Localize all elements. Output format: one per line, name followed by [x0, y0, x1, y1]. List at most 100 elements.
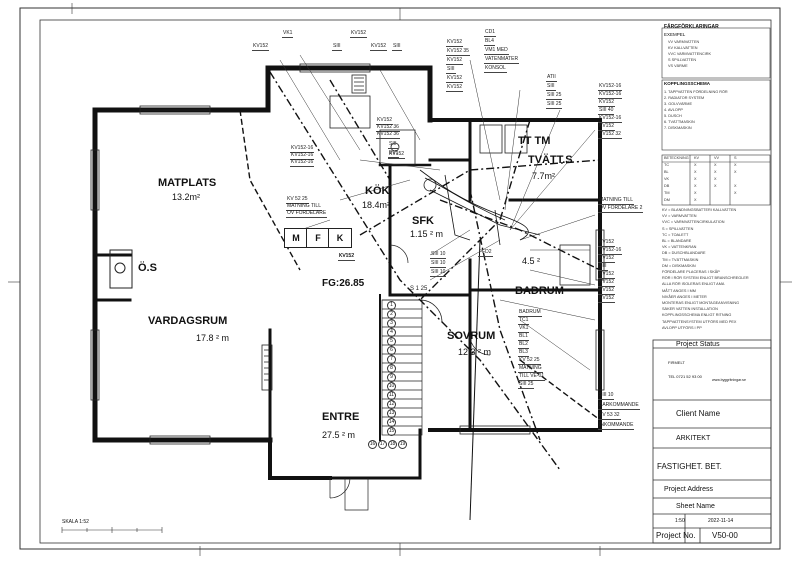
circuit-label: KV152	[598, 271, 616, 279]
label-fordelare: OV FORDELARE 2	[598, 205, 644, 213]
circuit-label: KV152	[598, 287, 616, 295]
stair-number: 13	[387, 409, 396, 418]
room-tvatt: TVÄTT.S	[528, 154, 573, 166]
circuit-label: KV 52 25	[518, 357, 541, 365]
circuit-label: KV152	[446, 84, 464, 92]
stair-number: 1	[387, 301, 396, 310]
stair-number: 2	[387, 310, 396, 319]
circuit-label: VK1	[518, 325, 530, 333]
label-top-c: SIII	[332, 43, 342, 51]
legend-title: FÄRGFÖRKLARINGAR	[664, 24, 719, 30]
room-vardagsrum: VARDAGSRUM	[148, 315, 228, 327]
legend-item: VV VARMVATTEN	[668, 40, 700, 44]
circuit-label: KV152 36	[376, 131, 400, 139]
circuit-label: SIII 10	[430, 269, 447, 277]
room-ttm: TT TM	[518, 135, 551, 147]
pipe-routes	[239, 71, 601, 521]
inner-frame	[39, 19, 772, 544]
stair-number: 6	[387, 346, 396, 355]
circuit-label: KV152	[446, 75, 464, 83]
legend-note: VK = VATTENKRAN	[662, 245, 697, 250]
room-vardagsrum-area: 17.8 ² m	[196, 333, 230, 343]
stair-number: 17	[378, 440, 387, 449]
room-badrum: BADRUM	[515, 285, 564, 297]
stair-number: 15	[387, 427, 396, 436]
circuit-label: SIII	[446, 66, 456, 74]
stair-number: 12	[387, 400, 396, 409]
label-top-f: SIII	[392, 43, 402, 51]
room-ttm-area: 7.7m²	[532, 171, 556, 181]
legend-table-cell: X	[734, 163, 737, 167]
legend-table-header: VV	[714, 156, 720, 160]
legend-item: KV KALLVATTEN	[668, 46, 698, 50]
legend-table-cell: X	[734, 184, 737, 188]
legend-note: RÖR I RÖR SYSTEM ENLIGT BRANSCHREGLER	[662, 276, 749, 281]
tb-sheet-no: V50-00	[712, 531, 738, 540]
circuit-label: KV152	[446, 57, 464, 65]
circuit-label: BADRUM	[518, 309, 542, 317]
fireplace	[109, 249, 133, 289]
legend-table-cell: X	[734, 170, 737, 174]
circuit-label: BV1	[388, 150, 400, 158]
circuit-label: KV152	[598, 279, 616, 287]
label-top-d: KV152	[370, 43, 388, 51]
legend-list-item: 1. TAPPVATTEN FÖRDELNING RÖR	[664, 90, 728, 94]
legend-note: ALLA RÖR ISOLERAS ENLIGT AMA	[662, 282, 725, 287]
circuit-label: KV152	[598, 295, 616, 303]
circuit-label: BL2	[518, 341, 529, 349]
circuit-label: SIII	[546, 83, 556, 91]
circuit-label: SIII 40	[598, 107, 615, 115]
legend-note: NIVÅER ANGES I METER	[662, 294, 707, 299]
circuit-label: KV152 35	[446, 48, 470, 56]
stair-number: 7	[387, 355, 396, 364]
legend-list-item: 3. GOLVVÄRME	[664, 102, 692, 106]
circuit-label: KV152-16	[290, 145, 315, 153]
circuit-label: ATII	[546, 74, 557, 82]
mfk-box-f: F	[306, 228, 330, 248]
circuit-label: BARKOMMANDE	[598, 402, 640, 410]
room-badrum-area: 4.5 ²	[522, 256, 541, 266]
circuit-label: KV152 36	[376, 124, 400, 132]
legend-note: DB = DUSCHBLANDARE	[662, 251, 706, 256]
legend-note: TAPPVATTENSYSTEM UTFÖRS MED PEX	[662, 319, 737, 324]
legend-table-cell: X	[714, 177, 717, 181]
tb-company-web: www.byggritningar.se	[712, 378, 746, 382]
legend-note: VVC = VARMVATTENCIRKULATION	[662, 220, 725, 225]
legend-table-cell: X	[694, 191, 697, 195]
room-sfk: SFK	[412, 215, 434, 227]
fg-level: FG:26.85	[322, 278, 365, 289]
room-sovrum-area: 12.3 ² m	[458, 347, 492, 357]
room-os: Ö.S	[138, 262, 157, 274]
legend-subtitle: EXEMPEL	[664, 32, 686, 37]
circuit-label: CD1	[484, 29, 497, 37]
legend-table-header: BETECKNING	[664, 156, 689, 160]
legend-note: AVLOPP UTFÖRS I PP	[662, 325, 702, 330]
circuit-label: MATNING	[518, 365, 543, 373]
stair-number: 10	[387, 382, 396, 391]
doors	[329, 244, 491, 511]
circuit-label: KV152-16	[290, 159, 315, 167]
legend-list-item: 2. RADIATOR SYSTEM	[664, 96, 705, 100]
tb-arkitekt: ARKITEKT	[676, 435, 711, 442]
room-matplats-area: 13.2m²	[172, 192, 201, 202]
legend-table-cell: X	[694, 170, 697, 174]
circuit-label: SIII	[598, 263, 608, 271]
windows	[90, 63, 605, 445]
legend-list-item: 7. DISKMASKIN	[664, 126, 692, 130]
circuit-label: KV 52 25	[286, 196, 309, 204]
circuit-label: MATNING TILL	[286, 203, 322, 211]
circuit-label: BL3	[518, 349, 529, 357]
legend-table-cell: X	[714, 184, 717, 188]
stair-label: S 1 25	[410, 286, 428, 292]
label-ffd: FFD2	[478, 249, 493, 257]
circuit-label: KV152-16	[290, 152, 315, 160]
stair-number: 5	[387, 337, 396, 346]
tb-fastighet: FASTIGHET. BET.	[657, 462, 722, 471]
legend-heading2: KOPPLINGSSCHEMA	[664, 81, 711, 86]
legend-note: MÅTT ANGES I MM	[662, 288, 696, 293]
mfk-box-m: M	[284, 228, 308, 248]
tb-client: Client Name	[676, 409, 721, 418]
legend-item: S SPILLVATTEN	[668, 58, 697, 62]
